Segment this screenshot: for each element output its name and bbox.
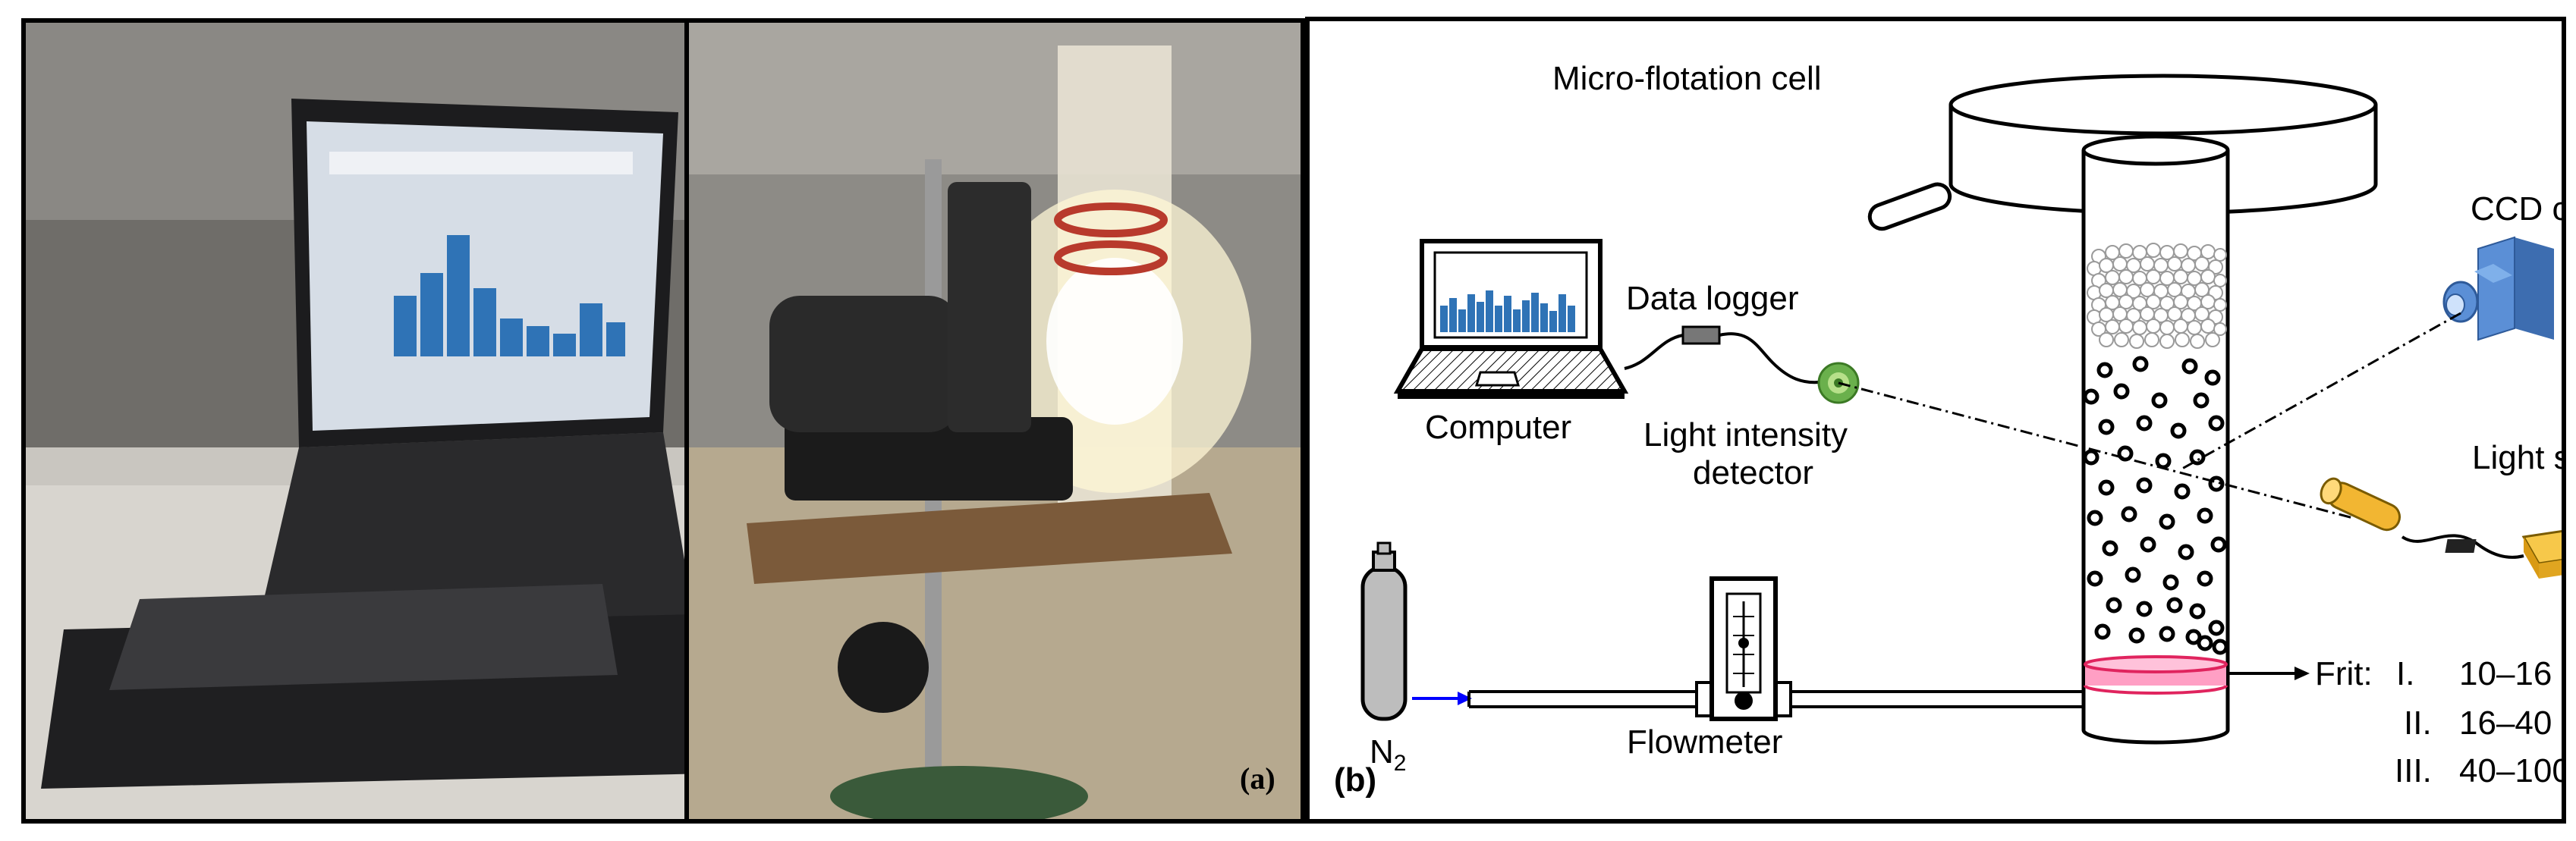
camera-sightline [2181,312,2461,470]
schematic-panel: Micro-flotation cell CCD camera Data log… [1305,17,2566,824]
light-source-label: Light source [2472,439,2562,476]
computer [1393,239,1629,399]
panel-a-label: (a) [1240,761,1275,795]
ccd-camera-label: CCD camera [2471,190,2562,228]
foam-layer [2087,243,2227,349]
micro-flotation-cell-label: Micro-flotation cell [1552,60,1822,97]
schematic-diagram: Micro-flotation cell CCD camera Data log… [1334,60,2562,799]
apparatus-photo [747,46,1251,819]
frit-label: Frit: [2315,655,2373,692]
photo-illustration: (a) [26,23,1301,819]
micro-flotation-cell [1867,74,2378,231]
frit-range: 10–16 µm [2459,655,2562,692]
flowmeter [1695,576,1792,721]
frit-numeral: I. [2396,655,2414,692]
data-logger-label: Data logger [1626,280,1798,317]
light-source [2320,477,2562,579]
data-logger [1624,325,1826,384]
panel-b-label: (b) [1334,761,1376,799]
flowmeter-label: Flowmeter [1627,723,1782,761]
light-intensity-label-line2: detector [1693,454,1813,491]
photo-panel: (a) [21,18,1305,824]
laptop-photo [41,99,709,789]
flotation-column [2081,134,2230,745]
light-intensity-label-line1: Light intensity [1643,416,1848,453]
frit-range: 40–100 µm [2459,752,2562,789]
frit-numeral: II. [2404,704,2432,742]
light-path [1838,381,2354,519]
n2-label: N2 [1370,733,1406,776]
bubbles [2083,356,2228,655]
computer-label: Computer [1425,409,1571,446]
ccd-camera [2442,236,2554,341]
frit-range: 16–40 µm [2459,704,2562,742]
frit-numeral: III. [2395,752,2432,789]
frit [2084,655,2228,695]
n2-cylinder [1360,541,1408,721]
